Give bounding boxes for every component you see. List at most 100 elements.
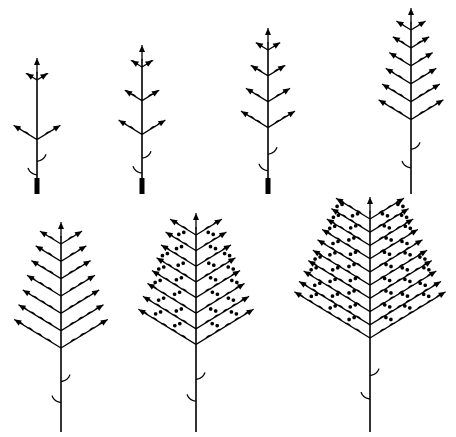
flower-bud	[347, 265, 351, 269]
flower-bud	[328, 226, 332, 230]
flower-bud	[349, 226, 353, 230]
flower-bud	[347, 318, 351, 322]
flower-bud	[162, 265, 166, 269]
flower-bud	[180, 276, 184, 280]
flower-bud	[348, 305, 352, 309]
flower-bud	[226, 265, 230, 269]
apical-shoot-head	[34, 58, 40, 65]
plant-stage-6	[138, 213, 253, 432]
flower-bud	[166, 252, 170, 256]
flower-bud	[223, 252, 227, 256]
flower-bud	[177, 233, 181, 237]
flower-bud	[175, 278, 179, 282]
flower-bud	[310, 295, 314, 299]
flower-bud	[328, 253, 332, 257]
flower-bud	[212, 263, 216, 267]
flower-bud	[313, 257, 317, 261]
plant-stage-1	[14, 58, 61, 194]
flower-bud	[349, 252, 353, 256]
flower-bud	[347, 238, 351, 242]
flower-bud	[209, 245, 213, 249]
flower-bud	[388, 305, 392, 309]
flower-bud	[153, 281, 157, 285]
thick-trunk-base	[35, 178, 40, 194]
basal-leaf	[133, 166, 142, 173]
flower-bud	[159, 310, 163, 314]
flower-bud	[388, 226, 392, 230]
flower-bud	[309, 268, 313, 272]
flower-bud	[232, 298, 236, 302]
plant-stage-3	[241, 28, 295, 194]
flower-bud	[206, 231, 210, 235]
flower-bud	[180, 307, 184, 311]
plant-stage-5	[14, 222, 108, 432]
flower-bud	[230, 279, 234, 283]
apical-shoot-head	[58, 222, 64, 229]
flower-bud	[389, 265, 393, 269]
flower-bud	[386, 214, 390, 218]
flower-bud	[405, 215, 409, 219]
flower-bud	[158, 279, 162, 283]
flower-bud	[227, 296, 231, 300]
flower-bud	[313, 283, 317, 287]
basal-leaf	[187, 394, 196, 401]
flower-bud	[175, 309, 179, 313]
apical-shoot-head	[408, 8, 414, 15]
flower-bud	[173, 292, 177, 296]
flower-bud	[175, 247, 179, 251]
flower-bud	[173, 324, 177, 328]
basal-leaf	[259, 164, 268, 171]
flower-bud	[389, 318, 393, 322]
flower-bud	[331, 294, 335, 298]
flower-bud	[162, 296, 166, 300]
basal-leaf	[61, 375, 70, 382]
flower-bud	[228, 254, 232, 258]
flower-bud	[207, 261, 211, 265]
flower-bud	[181, 261, 185, 265]
flower-bud	[335, 205, 339, 209]
flower-bud	[178, 290, 182, 294]
flower-bud	[408, 253, 412, 257]
flower-bud	[215, 324, 219, 328]
flower-bud	[235, 312, 239, 316]
flower-bud	[347, 291, 351, 295]
flower-bud	[178, 322, 182, 326]
flower-bud	[211, 233, 215, 237]
flower-bud	[230, 310, 234, 314]
flower-bud	[231, 267, 235, 271]
flower-bud	[408, 280, 412, 284]
plant-stage-7	[294, 197, 445, 432]
flower-bud	[216, 292, 220, 296]
flower-bud	[214, 247, 218, 251]
thick-trunk-base	[266, 178, 271, 194]
flower-bud	[328, 280, 332, 284]
flower-bud	[332, 215, 336, 219]
basal-leaf	[370, 369, 379, 376]
flower-bud	[349, 279, 353, 283]
basal-leaf	[142, 151, 151, 158]
flower-bud	[389, 291, 393, 295]
basal-leaf	[402, 161, 411, 168]
basal-leaf	[52, 396, 61, 403]
flower-bud	[209, 276, 213, 280]
flower-bud	[214, 278, 218, 282]
flower-bud	[388, 252, 392, 256]
flower-bud	[427, 295, 431, 299]
basal-leaf	[196, 372, 205, 379]
flower-bud	[408, 306, 412, 310]
flower-bud	[401, 205, 405, 209]
basal-leaf	[411, 142, 420, 149]
flower-bud	[182, 231, 186, 235]
basal-leaf	[268, 147, 277, 154]
apical-shoot-head	[367, 197, 373, 204]
basal-leaf	[28, 168, 37, 175]
flower-bud	[157, 267, 161, 271]
flower-bud	[331, 242, 335, 246]
flower-bud	[176, 263, 180, 267]
flower-bud	[405, 268, 409, 272]
flower-bud	[351, 214, 355, 218]
flower-bud	[209, 307, 213, 311]
flower-bud	[180, 245, 184, 249]
